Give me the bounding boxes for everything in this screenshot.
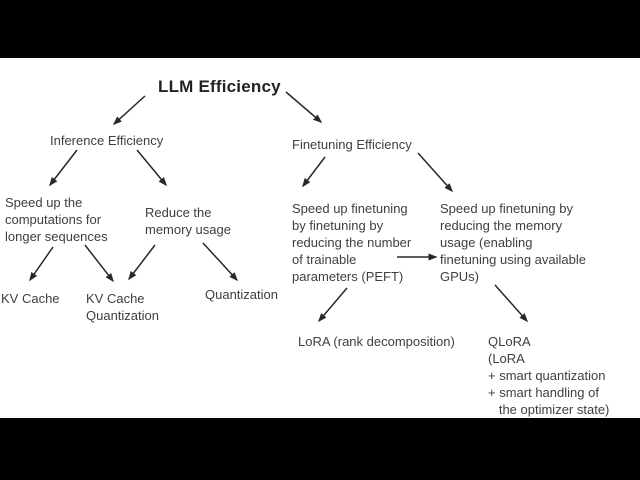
arrow-speed_computations-to-kv_cache_quantization	[84, 244, 114, 283]
arrow-title-to-inference	[112, 95, 146, 126]
node-lora: LoRA (rank decomposition)	[298, 334, 455, 349]
arrow-inference-to-speed_computations	[49, 149, 78, 187]
arrow-speed_computations-to-kv_cache	[29, 246, 54, 282]
node-speed-up-computations: Speed up the computations for longer seq…	[5, 195, 108, 244]
arrow-memory_gpu-to-qlora	[494, 284, 528, 323]
node-reduce-memory-usage: Reduce the memory usage	[145, 205, 231, 237]
node-llm-efficiency: LLM Efficiency	[158, 77, 281, 96]
node-reduce-memory-gpus: Speed up finetuning by reducing the memo…	[440, 201, 586, 284]
arrow-reduce_memory-to-kv_cache_quantization	[128, 244, 156, 281]
arrow-inference-to-reduce_memory	[136, 149, 167, 187]
node-peft: Speed up finetuning by finetuning by red…	[292, 201, 412, 284]
node-quantization: Quantization	[205, 287, 278, 302]
arrow-title-to-finetuning	[285, 91, 323, 123]
node-inference-efficiency: Inference Efficiency	[50, 133, 164, 148]
diagram-stage: LLM Efficiency Inference Efficiency Fine…	[0, 58, 640, 418]
arrow-finetuning-to-peft	[302, 156, 326, 188]
arrow-peft-to-lora	[318, 287, 348, 323]
node-qlora: QLoRA (LoRA + smart quantization + smart…	[488, 334, 610, 417]
letterbox-top	[0, 0, 640, 58]
letterbox-bottom	[0, 418, 640, 480]
node-finetuning-efficiency: Finetuning Efficiency	[292, 137, 412, 152]
arrow-finetuning-to-memory_gpu	[417, 152, 454, 193]
node-kv-cache-quantization: KV Cache Quantization	[86, 291, 159, 323]
diagram-arrows-layer	[29, 91, 528, 323]
arrow-reduce_memory-to-quantization	[202, 242, 239, 282]
node-kv-cache: KV Cache	[1, 291, 60, 306]
